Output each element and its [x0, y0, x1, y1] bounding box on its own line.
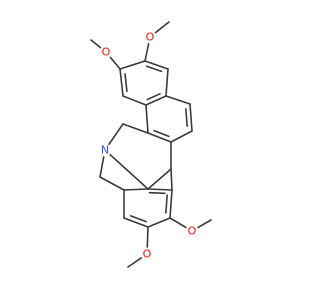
bond [123, 188, 149, 191]
bond [99, 176, 125, 191]
bond [119, 68, 124, 97]
bond [146, 93, 161, 101]
bond-lines [90, 21, 212, 268]
bond [197, 219, 212, 229]
bond [124, 73, 128, 93]
bond [165, 194, 168, 214]
bond [169, 189, 173, 219]
bond [144, 60, 169, 70]
molecule-diagram: O O N O O [90, 21, 212, 268]
bond [189, 103, 193, 132]
bond [127, 257, 143, 268]
bond [145, 95, 167, 106]
oxygen-atom-upper-right: O [146, 31, 155, 44]
bond [185, 108, 188, 128]
bond [154, 21, 170, 34]
bond [122, 95, 147, 106]
nitrogen-atom: N [101, 144, 109, 157]
bond [147, 217, 171, 228]
bond [147, 132, 172, 143]
bond [129, 215, 147, 223]
bond [147, 168, 172, 190]
bond [146, 226, 149, 248]
bond [108, 123, 124, 146]
oxygen-atom-upper-left: O [102, 46, 111, 59]
bond [145, 104, 149, 134]
bond [169, 217, 187, 229]
bond [170, 168, 173, 191]
oxygen-atom-lower-right: O [188, 225, 197, 238]
bond [165, 68, 169, 97]
bond [153, 129, 170, 138]
bond [99, 156, 105, 178]
bond [109, 56, 121, 70]
bond [165, 95, 191, 105]
oxygen-atom-lower-left: O [143, 248, 152, 261]
bond [119, 60, 146, 70]
bond [123, 217, 149, 228]
bond [147, 188, 173, 191]
bond [144, 43, 150, 62]
bond [90, 39, 102, 49]
bond [170, 130, 193, 143]
bond [122, 123, 149, 134]
bond [148, 191, 166, 195]
bond [109, 153, 149, 190]
bond [145, 65, 163, 73]
structure-canvas: O O N O O [90, 21, 212, 268]
